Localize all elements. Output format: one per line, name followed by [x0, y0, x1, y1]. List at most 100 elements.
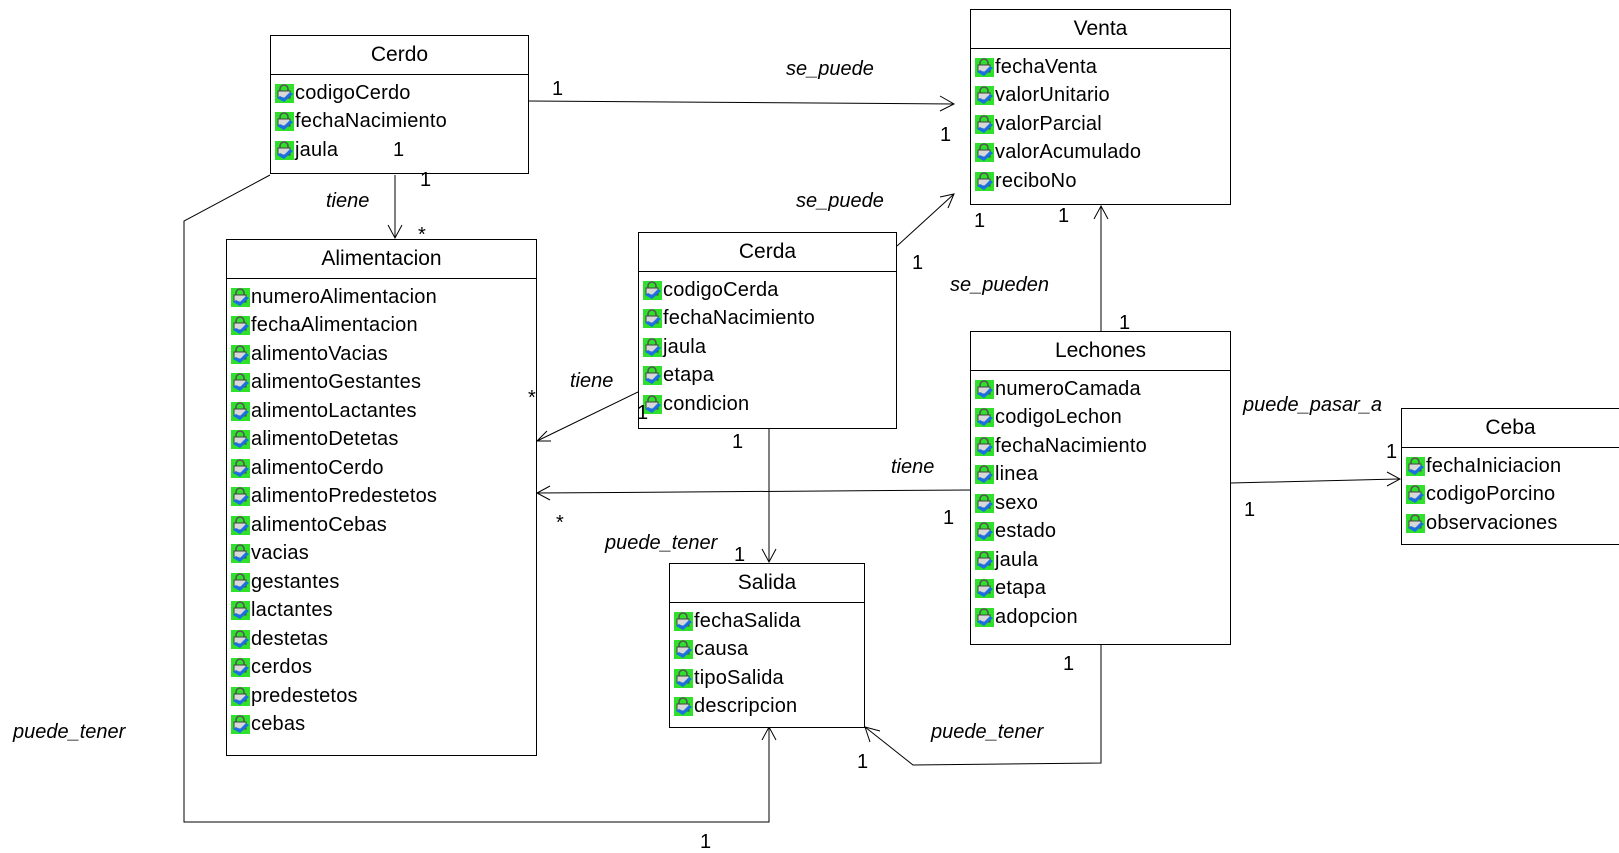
attribute-row[interactable]: etapa [639, 362, 896, 391]
line-lechones-salida[interactable] [864, 645, 1102, 766]
line-cerdo-salida[interactable] [183, 174, 770, 823]
private-attribute-lock-icon [231, 458, 250, 478]
private-attribute-lock-icon [975, 436, 994, 456]
class-lechones[interactable]: Lechones numeroCamada codigoLechon fecha… [970, 331, 1231, 645]
attribute-name: codigoCerdo [295, 81, 411, 104]
attribute-name: codigoLechon [995, 406, 1122, 429]
attribute-row[interactable]: jaula [271, 136, 528, 165]
class-cerdo[interactable]: Cerdo codigoCerdo fechaNacimiento jaula [270, 35, 529, 174]
private-attribute-lock-icon [674, 640, 693, 660]
attribute-row[interactable]: fechaIniciacion [1402, 452, 1619, 481]
attribute-row[interactable]: jaula [639, 333, 896, 362]
multiplicity-lechones-ceba-source: 1 [1244, 499, 1256, 521]
attribute-name: lactantes [251, 599, 333, 622]
attribute-row[interactable]: numeroCamada [971, 375, 1230, 404]
attribute-row[interactable]: lactantes [227, 597, 536, 626]
multiplicity-cerda-salida-source: 1 [732, 431, 744, 453]
attribute-row[interactable]: condicion [639, 390, 896, 419]
attribute-row[interactable]: predestetos [227, 682, 536, 711]
multiplicity-cerda-venta-target: 1 [974, 210, 986, 232]
attribute-row[interactable]: alimentoCerdo [227, 454, 536, 483]
multiplicity-lechones-salida-source: 1 [1063, 653, 1075, 675]
multiplicity-lechones-alimentacion-target: * [556, 512, 564, 534]
attribute-row[interactable]: fechaAlimentacion [227, 312, 536, 341]
arrowhead-alimentacion-from-cerda [535, 430, 551, 442]
attribute-name: alimentoDetetas [251, 428, 399, 451]
attribute-name: codigoCerda [663, 278, 779, 301]
attribute-row[interactable]: vacias [227, 540, 536, 569]
attribute-row[interactable]: etapa [971, 575, 1230, 604]
attribute-row[interactable]: fechaSalida [670, 607, 864, 636]
class-cerda[interactable]: Cerda codigoCerda fechaNacimiento jaula … [638, 232, 897, 429]
attribute-name: alimentoPredestetos [251, 485, 438, 508]
private-attribute-lock-icon [231, 487, 250, 507]
assoc-label-lechones-ceba: puede_pasar_a [1243, 394, 1383, 416]
class-name: Cerda [639, 233, 896, 272]
private-attribute-lock-icon [275, 83, 294, 103]
attribute-row[interactable]: observaciones [1402, 509, 1619, 538]
line-cerda-alimentacion[interactable] [536, 391, 639, 442]
class-alimentacion[interactable]: Alimentacion numeroAlimentacion fechaAli… [226, 239, 537, 756]
class-name: Venta [971, 10, 1230, 49]
attribute-row[interactable]: gestantes [227, 568, 536, 597]
attribute-row[interactable]: fechaNacimiento [971, 432, 1230, 461]
attribute-row[interactable]: numeroAlimentacion [227, 283, 536, 312]
attribute-row[interactable]: alimentoDetetas [227, 426, 536, 455]
attribute-row[interactable]: cerdos [227, 654, 536, 683]
attribute-row[interactable]: valorUnitario [971, 82, 1230, 111]
attribute-row[interactable]: sexo [971, 489, 1230, 518]
attribute-row[interactable]: cebas [227, 711, 536, 740]
attribute-row[interactable]: alimentoVacias [227, 340, 536, 369]
attribute-row[interactable]: descripcion [670, 693, 864, 722]
line-cerda-venta[interactable] [896, 193, 955, 247]
attribute-name: valorParcial [995, 112, 1102, 135]
attribute-row[interactable]: fechaVenta [971, 53, 1230, 82]
private-attribute-lock-icon [231, 344, 250, 364]
multiplicity-cerdo-alimentacion-target: * [418, 224, 426, 246]
attribute-row[interactable]: alimentoCebas [227, 511, 536, 540]
attribute-row[interactable]: codigoPorcino [1402, 481, 1619, 510]
attribute-row[interactable]: alimentoLactantes [227, 397, 536, 426]
multiplicity-lechones-salida-target: 1 [857, 751, 869, 773]
attribute-row[interactable]: linea [971, 461, 1230, 490]
private-attribute-lock-icon [1406, 456, 1425, 476]
private-attribute-lock-icon [231, 601, 250, 621]
multiplicity-lechones-ceba-target: 1 [1386, 441, 1398, 463]
attribute-row[interactable]: causa [670, 636, 864, 665]
private-attribute-lock-icon [975, 607, 994, 627]
line-cerdo-venta[interactable] [528, 100, 955, 105]
line-lechones-ceba[interactable] [1230, 478, 1401, 484]
attribute-row[interactable]: fechaNacimiento [639, 305, 896, 334]
attribute-row[interactable]: alimentoPredestetos [227, 483, 536, 512]
attribute-row[interactable]: destetas [227, 625, 536, 654]
private-attribute-lock-icon [674, 611, 693, 631]
class-ceba[interactable]: Ceba fechaIniciacion codigoPorcino obser… [1401, 408, 1619, 545]
attribute-row[interactable]: fechaNacimiento [271, 108, 528, 137]
class-venta[interactable]: Venta fechaVenta valorUnitario valorParc… [970, 9, 1231, 205]
attribute-name: cebas [251, 713, 306, 736]
attribute-row[interactable]: alimentoGestantes [227, 369, 536, 398]
attribute-row[interactable]: estado [971, 518, 1230, 547]
attribute-name: codigoPorcino [1426, 483, 1556, 506]
attribute-row[interactable]: tipoSalida [670, 664, 864, 693]
private-attribute-lock-icon [975, 465, 994, 485]
attribute-name: sexo [995, 491, 1039, 514]
attribute-row[interactable]: codigoLechon [971, 404, 1230, 433]
attribute-name: condicion [663, 392, 750, 415]
attribute-row[interactable]: valorAcumulado [971, 139, 1230, 168]
private-attribute-lock-icon [231, 686, 250, 706]
multiplicity-lechones-alimentacion-source: 1 [943, 507, 955, 529]
attribute-row[interactable]: valorParcial [971, 110, 1230, 139]
attribute-row[interactable]: codigoCerdo [271, 79, 528, 108]
private-attribute-lock-icon [975, 114, 994, 134]
class-salida[interactable]: Salida fechaSalida causa tipoSalida desc… [669, 563, 865, 728]
private-attribute-lock-icon [231, 572, 250, 592]
multiplicity-cerda-alimentacion-source: 1 [637, 402, 649, 424]
line-lechones-alimentacion[interactable] [536, 489, 971, 494]
attribute-name: fechaSalida [694, 609, 801, 632]
attribute-row[interactable]: reciboNo [971, 167, 1230, 196]
assoc-label-cerdo-venta: se_puede [786, 58, 874, 80]
attribute-row[interactable]: codigoCerda [639, 276, 896, 305]
attribute-row[interactable]: jaula [971, 546, 1230, 575]
attribute-row[interactable]: adopcion [971, 603, 1230, 632]
